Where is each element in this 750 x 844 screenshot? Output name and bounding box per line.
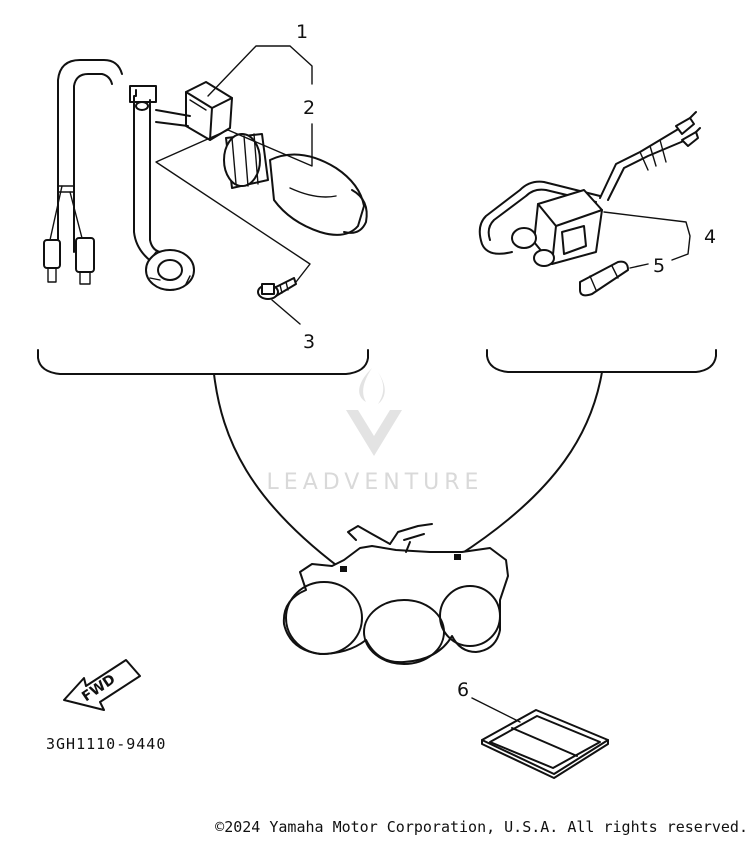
mounting-bracket-part [129,85,195,291]
right-lead-line [457,371,603,557]
callout-1-leader [207,45,313,97]
callout-6: 6 [457,679,469,701]
callout-4-leader [603,211,691,261]
callout-5-leader [629,263,649,269]
right-group-bracket [486,349,717,373]
owners-manual-part [481,709,609,779]
rear-switch-part [155,81,368,236]
starter-relay-part [478,111,701,267]
callout-2: 2 [303,97,315,119]
watermark-logo-icon [346,368,402,456]
callout-3: 3 [303,331,315,353]
callout-4: 4 [704,226,716,248]
left-lead-line [213,373,341,569]
atv-silhouette [282,523,509,665]
callout-6-leader [471,697,521,723]
left-group-bracket [37,349,369,375]
cable-harness-part [43,59,123,285]
bolt-part [257,277,297,300]
fwd-arrow-icon: FWD [63,659,141,711]
watermark-text: LEADVENTURE [267,470,484,495]
callout-2-leader [155,123,313,283]
callout-5: 5 [653,255,665,277]
fuse-part [579,260,629,297]
part-number: 3GH1110-9440 [46,735,166,753]
callout-1: 1 [296,21,308,43]
callout-3-leader [271,299,301,325]
copyright-notice: ©2024 Yamaha Motor Corporation, U.S.A. A… [215,818,748,836]
